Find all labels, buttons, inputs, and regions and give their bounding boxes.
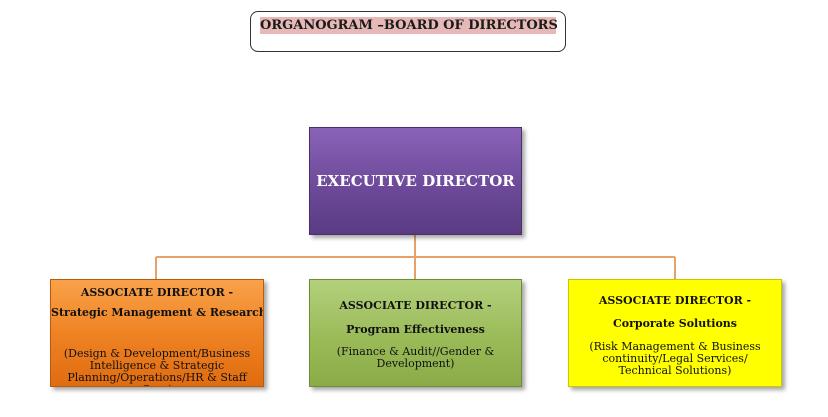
associate-director-program-box: ASSOCIATE DIRECTOR - Program Effectivene… — [309, 279, 522, 387]
associate-director-title: ASSOCIATE DIRECTOR - — [339, 299, 492, 312]
associate-director-description: (Finance & Audit//Gender & Development) — [336, 345, 495, 370]
associate-director-subtitle: Strategic Management & Research — [51, 306, 264, 319]
title-frame: ORGANOGRAM –BOARD OF DIRECTORS — [250, 11, 566, 52]
associate-director-corporate-box: ASSOCIATE DIRECTOR - Corporate Solutions… — [568, 279, 782, 387]
executive-director-box: EXECUTIVE DIRECTOR — [309, 127, 522, 235]
associate-director-title: ASSOCIATE DIRECTOR - — [80, 286, 234, 299]
associate-director-subtitle: Program Effectiveness — [346, 323, 485, 336]
associate-director-strategic-box: ASSOCIATE DIRECTOR - Strategic Managemen… — [50, 279, 264, 387]
associate-director-subtitle: Corporate Solutions — [613, 317, 737, 330]
associate-director-description: (Risk Management & Business continuity/L… — [589, 340, 761, 377]
executive-director-label: EXECUTIVE DIRECTOR — [316, 172, 515, 190]
page-title: ORGANOGRAM –BOARD OF DIRECTORS — [260, 17, 558, 34]
associate-director-title: ASSOCIATE DIRECTOR - — [598, 294, 752, 307]
associate-director-description: (Design & Development/Business Intellige… — [63, 347, 251, 387]
